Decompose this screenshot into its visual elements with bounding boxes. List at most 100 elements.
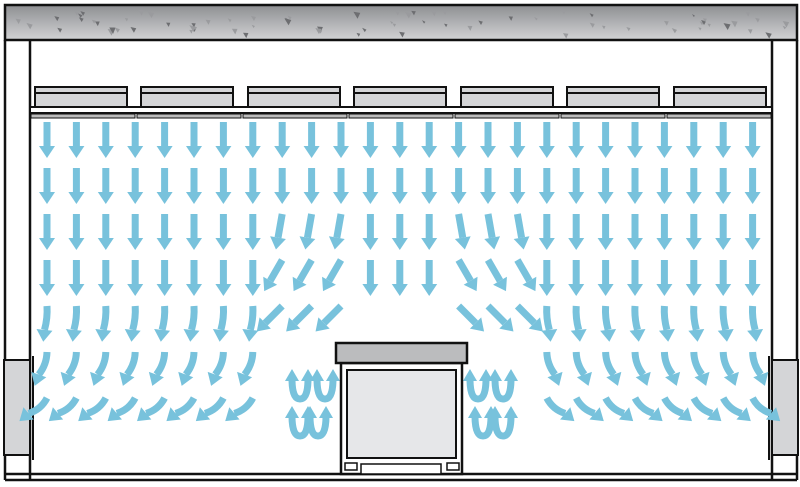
arrow-shaft	[182, 351, 198, 377]
ceiling-speckle	[442, 10, 447, 15]
ceiling-speckle	[287, 15, 292, 20]
diffuser-slot	[454, 113, 560, 119]
arrow-shaft	[749, 396, 773, 417]
ceiling-speckle	[74, 11, 79, 16]
arrow-shaft	[267, 258, 286, 283]
arrow-head	[333, 192, 349, 204]
arrow-head	[186, 284, 202, 296]
curved-airflow-arrow	[570, 305, 587, 342]
ceiling-speckle	[95, 21, 100, 27]
arrow-shaft	[203, 396, 227, 417]
fan-filter-units	[34, 86, 767, 108]
downward-airflow-arrow	[685, 213, 702, 250]
curved-airflow-arrow	[600, 305, 617, 342]
arrow-shaft	[690, 351, 705, 377]
filter-housing	[353, 86, 447, 108]
curved-airflow-arrow	[154, 305, 171, 342]
diffuser-plate	[29, 106, 773, 119]
downward-airflow-arrow	[39, 214, 55, 250]
downward-airflow-arrow	[97, 214, 114, 250]
curved-airflow-arrow	[631, 396, 663, 422]
arrow-head	[528, 317, 543, 332]
downward-airflow-arrow	[627, 214, 643, 250]
arrow-head	[322, 276, 336, 292]
downward-airflow-arrow	[156, 259, 173, 296]
arrow-head	[635, 371, 651, 386]
arrow-head	[36, 329, 53, 342]
curved-airflow-arrow	[690, 396, 722, 422]
arrow-head	[315, 317, 330, 332]
arrow-head	[568, 284, 585, 296]
arrow-head	[656, 146, 673, 158]
arrow-head	[648, 407, 663, 422]
downward-airflow-arrow	[568, 167, 585, 204]
arrow-head	[299, 236, 316, 250]
curved-airflow-arrow	[148, 351, 169, 386]
downward-airflow-arrow	[362, 168, 379, 204]
arrow-head	[225, 407, 240, 422]
arrow-shaft	[719, 305, 730, 331]
diffuser-slot	[348, 113, 454, 119]
arrow-head	[244, 238, 261, 250]
arrow-head	[717, 329, 734, 342]
arrow-head	[421, 146, 438, 158]
arrow-head	[694, 371, 710, 386]
arrow-head	[538, 238, 555, 250]
arrow-head	[90, 371, 106, 386]
arrow-head	[127, 238, 144, 250]
arrow-head	[148, 371, 164, 386]
arrow-head	[606, 371, 622, 386]
arrow-head	[450, 146, 467, 158]
arrow-head	[656, 192, 673, 204]
arrow-head	[137, 407, 152, 422]
curved-airflow-arrow	[95, 305, 112, 342]
curved-airflow-arrow	[631, 351, 651, 386]
arrow-shaft	[513, 213, 526, 239]
arrow-head	[541, 329, 558, 342]
downward-airflow-arrow	[715, 214, 732, 250]
ceiling-speckle	[356, 32, 361, 37]
downward-airflow-arrow	[685, 259, 702, 296]
downward-airflow-arrow	[333, 167, 349, 204]
downward-airflow-arrow	[68, 168, 85, 204]
arrow-head	[39, 146, 55, 158]
filter-housing	[460, 86, 554, 108]
arrow-head	[156, 238, 173, 250]
arrow-head	[263, 276, 278, 292]
downward-airflow-arrow	[215, 167, 232, 204]
downward-airflow-arrow	[450, 122, 467, 158]
arrow-head	[285, 369, 299, 381]
arrow-shaft	[158, 305, 169, 331]
downward-airflow-arrow	[715, 168, 732, 204]
arrow-shaft	[601, 305, 612, 331]
downward-airflow-arrow	[97, 168, 114, 204]
arrow-shaft	[27, 396, 51, 417]
downward-airflow-arrow	[685, 121, 702, 158]
downward-airflow-arrow	[244, 260, 261, 296]
ceiling-speckle	[478, 20, 483, 26]
downward-airflow-arrow	[656, 122, 673, 158]
arrow-head	[570, 329, 587, 342]
downward-airflow-arrow	[421, 214, 438, 250]
arrow-head	[270, 236, 286, 250]
arrow-head	[256, 317, 271, 332]
ceiling	[3, 3, 799, 42]
ceiling-speckle	[395, 11, 400, 16]
ceiling-speckle	[315, 28, 322, 35]
ceiling-speckle	[411, 10, 416, 16]
downward-airflow-arrow	[362, 260, 379, 296]
downward-airflow-arrow	[455, 258, 478, 292]
ceiling-speckle	[362, 27, 367, 33]
arrow-head	[685, 238, 702, 250]
ceiling-speckle	[189, 25, 196, 32]
downward-airflow-arrow	[421, 260, 438, 296]
downward-airflow-arrow	[127, 260, 144, 296]
arrow-head	[568, 238, 585, 250]
arrow-head	[656, 284, 673, 296]
arrow-head	[504, 406, 518, 418]
arrow-head	[513, 236, 530, 250]
arrow-head	[677, 407, 692, 422]
arrow-shaft	[153, 351, 169, 377]
arrow-shaft	[455, 213, 467, 239]
